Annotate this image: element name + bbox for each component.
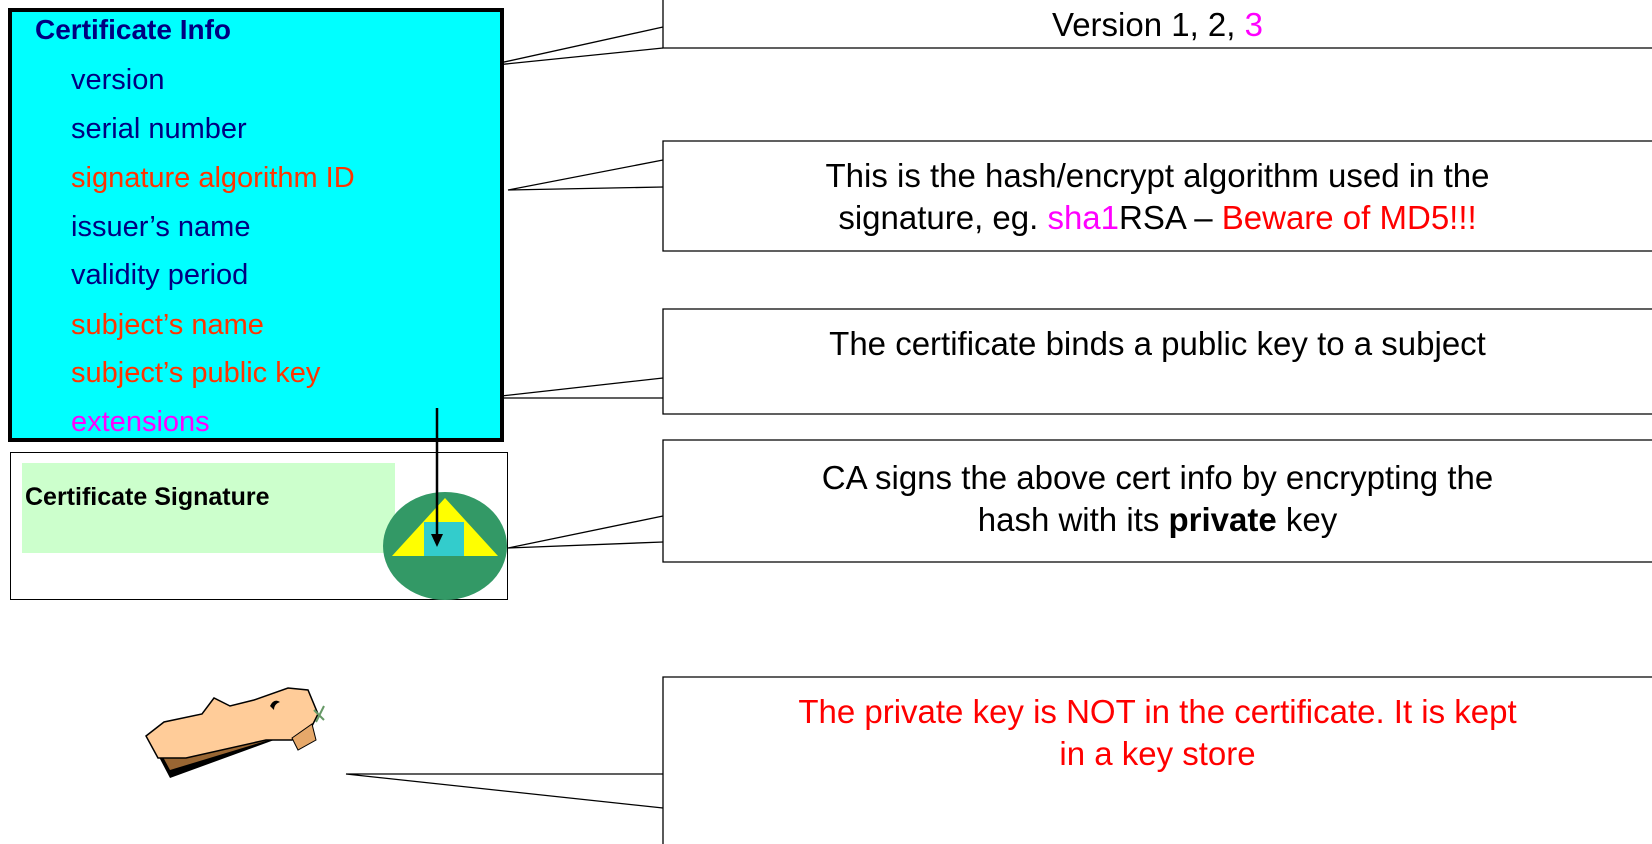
sha1-highlight: sha1 bbox=[1047, 199, 1120, 236]
field-subjects-public-key: subject’s public key bbox=[71, 357, 321, 389]
key-icon bbox=[145, 687, 325, 778]
text-segment: RSA – bbox=[1119, 199, 1222, 236]
field-validity-period: validity period bbox=[71, 259, 249, 291]
text-segment: hash with its bbox=[977, 501, 1169, 538]
callout-ca-signs-line2: hash with its private key bbox=[663, 499, 1652, 541]
callout-signature-algorithm: This is the hash/encrypt algorithm used … bbox=[663, 155, 1652, 239]
callout-pointer-signature-algorithm bbox=[507, 159, 664, 191]
callout-public-key: The certificate binds a public key to a … bbox=[829, 325, 1486, 362]
callout-version-text: Version 1, 2, bbox=[1052, 6, 1245, 43]
certificate-info-title: Certificate Info bbox=[35, 14, 232, 45]
callout-box-signature-algorithm bbox=[662, 140, 1652, 252]
text-segment: signature, eg. bbox=[838, 199, 1048, 236]
callout-box-ca-signs bbox=[662, 439, 1652, 563]
callout-pointer-ca-signs bbox=[507, 515, 664, 549]
callout-private-key: The private key is NOT in the certificat… bbox=[663, 691, 1652, 775]
text-segment: key bbox=[1276, 501, 1338, 538]
private-emphasis: private bbox=[1168, 501, 1277, 538]
callout-pointer-public-key bbox=[482, 377, 664, 399]
callout-pointer-version bbox=[485, 26, 664, 67]
certificate-signature-label: Certificate Signature bbox=[22, 463, 395, 553]
field-extensions: extensions bbox=[71, 406, 210, 438]
field-version: version bbox=[71, 64, 165, 96]
certificate-info-box bbox=[8, 8, 504, 442]
callout-box-public-key bbox=[662, 308, 1652, 415]
callout-ca-signs-line1: CA signs the above cert info by encrypti… bbox=[821, 459, 1494, 496]
field-signature-algorithm-id: signature algorithm ID bbox=[71, 162, 355, 194]
seal-icon bbox=[383, 408, 507, 600]
callout-pointer-private-key bbox=[345, 773, 664, 809]
callout-private-key-line2: in a key store bbox=[1059, 735, 1256, 772]
field-subjects-name: subject’s name bbox=[71, 309, 264, 341]
field-serial-number: serial number bbox=[71, 113, 247, 145]
callout-signature-algorithm-line2: signature, eg. sha1RSA – Beware of MD5!!… bbox=[663, 197, 1652, 239]
callout-ca-signs: CA signs the above cert info by encrypti… bbox=[663, 457, 1652, 541]
callout-box-private-key bbox=[662, 676, 1652, 844]
md5-warning: Beware of MD5!!! bbox=[1221, 199, 1477, 236]
callout-version-highlight: 3 bbox=[1244, 6, 1263, 43]
callout-version: Version 1, 2, 3 bbox=[663, 4, 1652, 46]
field-issuers-name: issuer’s name bbox=[71, 211, 251, 243]
callout-private-key-line1: The private key is NOT in the certificat… bbox=[798, 693, 1517, 730]
callout-signature-algorithm-line1: This is the hash/encrypt algorithm used … bbox=[825, 157, 1490, 194]
